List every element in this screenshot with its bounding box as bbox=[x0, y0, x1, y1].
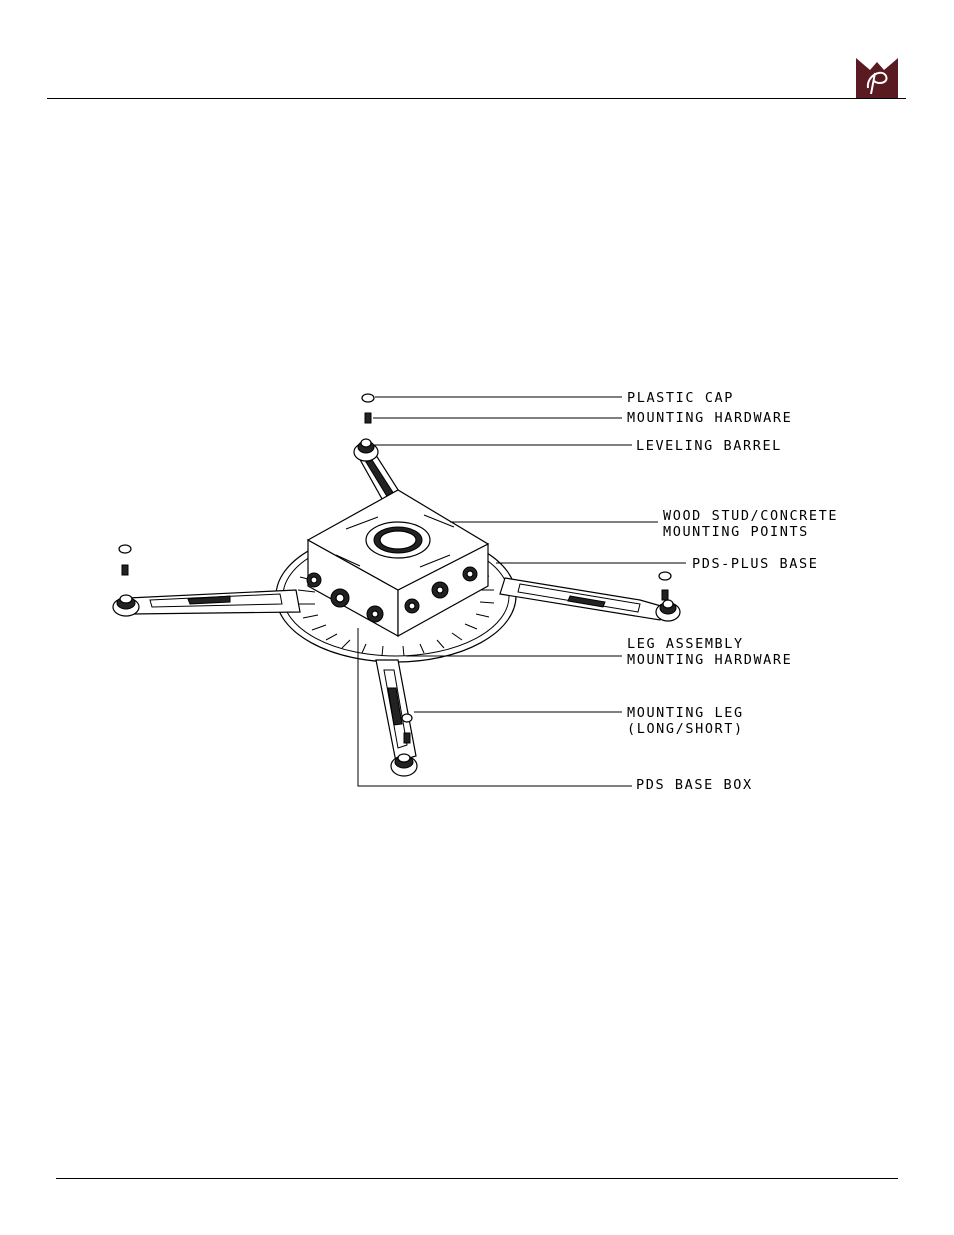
callout-wood-stud-line1: WOOD STUD/CONCRETE bbox=[663, 508, 838, 524]
plastic-cap-right bbox=[659, 572, 671, 580]
mounting-screw-top bbox=[365, 413, 371, 423]
plastic-cap-left bbox=[119, 545, 131, 553]
callout-mounting-leg-line1: MOUNTING LEG bbox=[627, 705, 744, 721]
callout-mounting-leg-line2: (LONG/SHORT) bbox=[627, 721, 744, 737]
mounting-leg-right bbox=[500, 578, 680, 621]
callout-wood-stud-line2: MOUNTING POINTS bbox=[663, 524, 809, 540]
callout-pds-base-box: PDS BASE BOX bbox=[636, 777, 753, 793]
callout-leg-assembly-line1: LEG ASSEMBLY bbox=[627, 636, 744, 652]
callout-leg-assembly-line2: MOUNTING HARDWARE bbox=[627, 652, 792, 668]
mounting-screw-right bbox=[662, 590, 668, 600]
plastic-cap-top bbox=[362, 394, 374, 402]
callout-mounting-hardware: MOUNTING HARDWARE bbox=[627, 410, 792, 426]
callout-plastic-cap: PLASTIC CAP bbox=[627, 390, 734, 406]
callout-pds-plus-base: PDS-PLUS BASE bbox=[692, 556, 818, 572]
mounting-screw-front bbox=[404, 733, 410, 743]
mounting-screw-left bbox=[122, 565, 128, 575]
plastic-cap-front bbox=[402, 714, 412, 722]
mounting-leg-left bbox=[113, 590, 300, 616]
callout-leveling-barrel: LEVELING BARREL bbox=[636, 438, 782, 454]
